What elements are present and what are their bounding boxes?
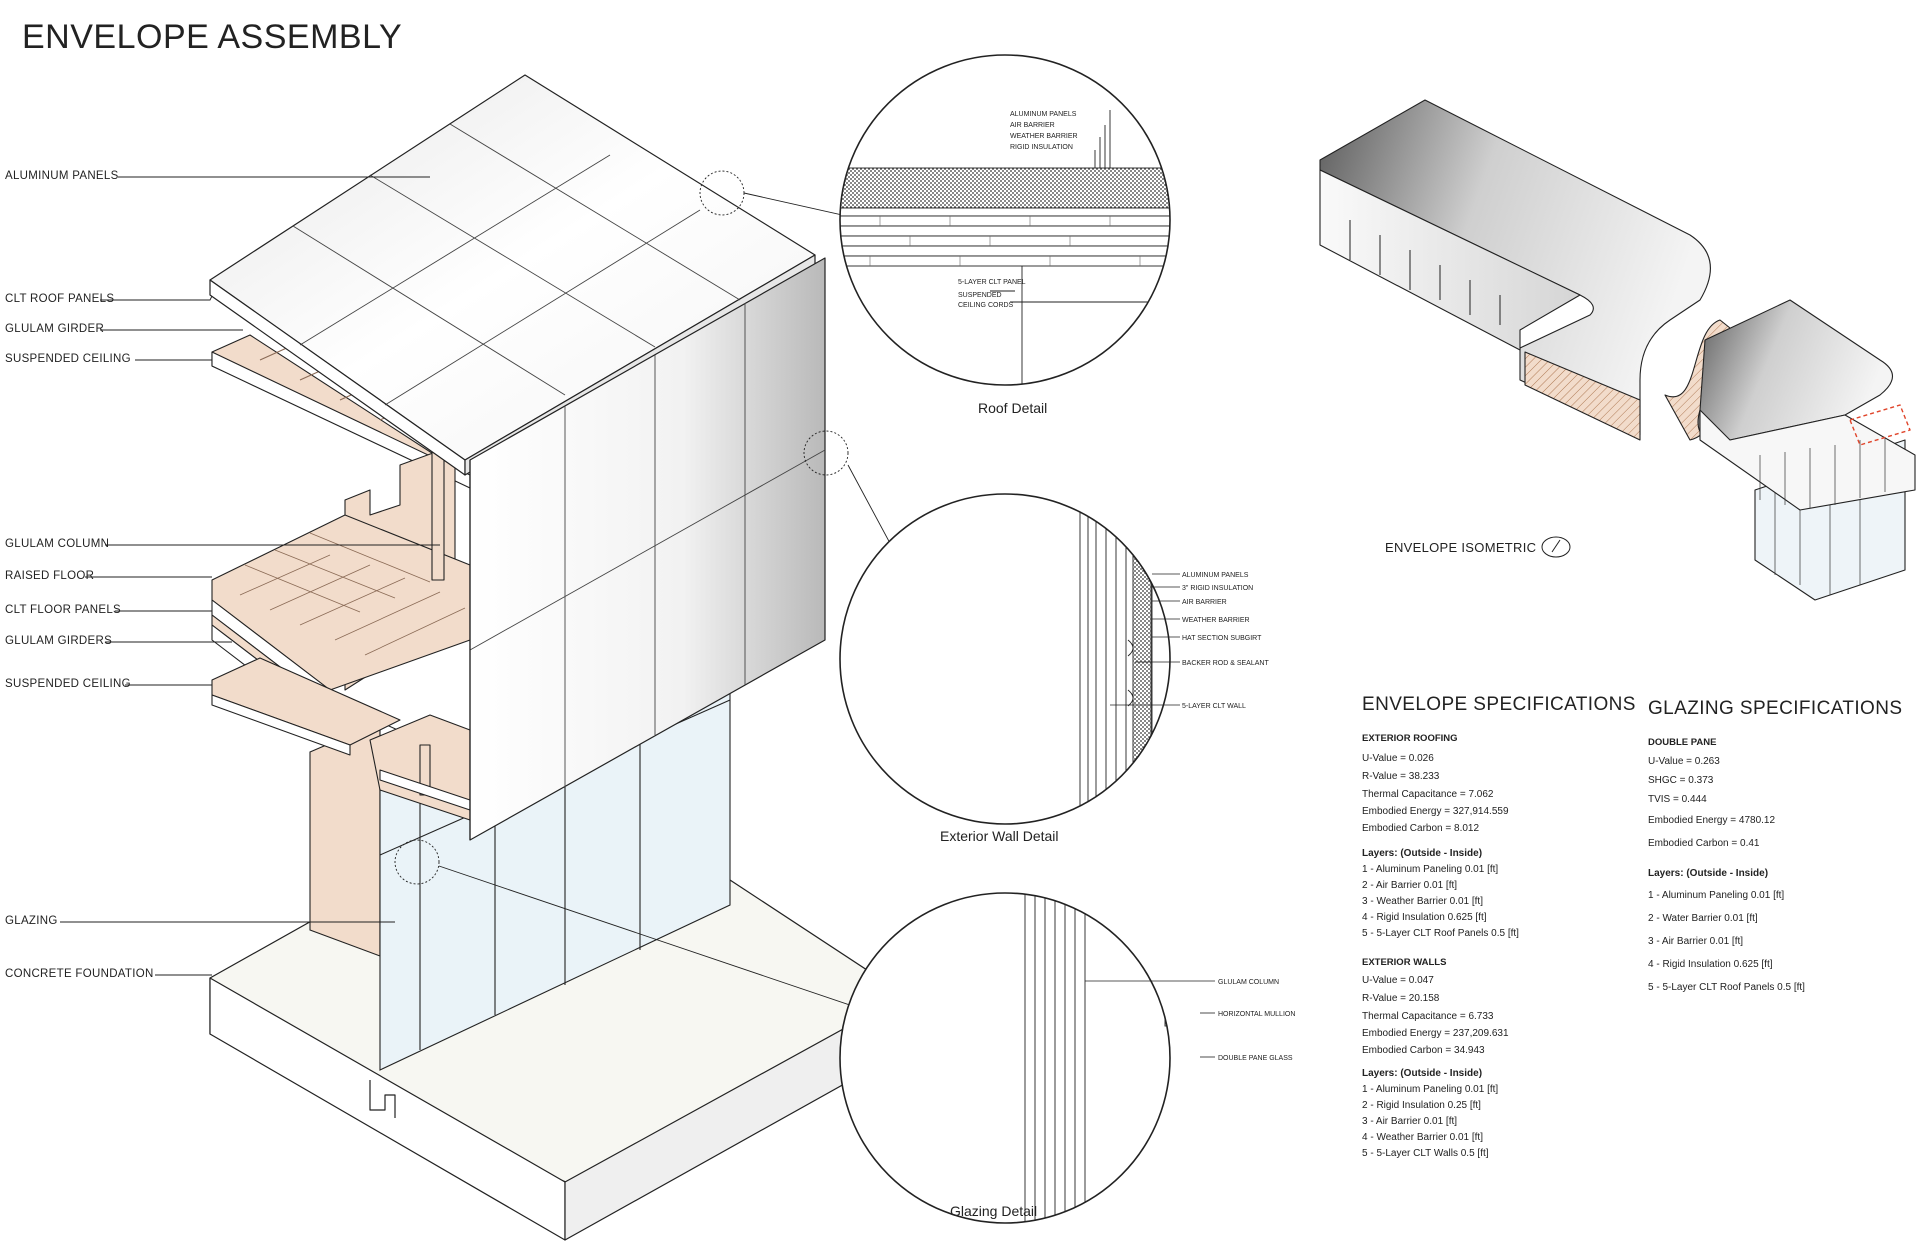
walls-line: U-Value = 0.047	[1362, 975, 1434, 986]
callout-clt-floor-panels: CLT FLOOR PANELS	[5, 604, 121, 616]
callout-glulam-column: GLULAM COLUMN	[5, 538, 110, 550]
walls-line: R-Value = 20.158	[1362, 993, 1440, 1004]
envelope-specs-heading: ENVELOPE SPECIFICATIONS	[1362, 694, 1636, 715]
glazing-layer: 1 - Aluminum Paneling 0.01 [ft]	[1648, 890, 1785, 901]
walls-layers-title: Layers: (Outside - Inside)	[1362, 1068, 1483, 1079]
wall-label-backer-rod: BACKER ROD & SEALANT	[1182, 660, 1269, 667]
roof-label-clt-panel: 5-LAYER CLT PANEL	[958, 279, 1026, 286]
wall-label-aluminum-panels: ALUMINUM PANELS	[1182, 572, 1249, 579]
glazing-layer: 5 - 5-Layer CLT Roof Panels 0.5 [ft]	[1648, 982, 1805, 993]
isometric-caption: ENVELOPE ISOMETRIC	[1385, 540, 1537, 555]
roofing-layer: 1 - Aluminum Paneling 0.01 [ft]	[1362, 864, 1499, 875]
double-pane-title: DOUBLE PANE	[1648, 737, 1717, 748]
callout-suspended-ceiling-upper: SUSPENDED CEILING	[5, 353, 131, 365]
glazing-spec-line: TVIS = 0.444	[1648, 794, 1707, 805]
roofing-line: Thermal Capacitance = 7.062	[1362, 789, 1494, 800]
roof-detail-caption: Roof Detail	[978, 400, 1048, 416]
walls-layer: 4 - Weather Barrier 0.01 [ft]	[1362, 1132, 1483, 1143]
walls-title: EXTERIOR WALLS	[1362, 957, 1447, 968]
glazing-spec-line: U-Value = 0.263	[1648, 756, 1720, 767]
walls-layer: 2 - Rigid Insulation 0.25 [ft]	[1362, 1100, 1481, 1111]
roofing-layer: 2 - Air Barrier 0.01 [ft]	[1362, 880, 1458, 891]
wall-label-hat-section: HAT SECTION SUBGIRT	[1182, 635, 1262, 642]
wall-label-weather-barrier: WEATHER BARRIER	[1182, 617, 1250, 624]
callout-raised-floor: RAISED FLOOR	[5, 570, 95, 582]
glazing-layer: 4 - Rigid Insulation 0.625 [ft]	[1648, 959, 1773, 970]
walls-line: Embodied Energy = 237,209.631	[1362, 1028, 1509, 1039]
callout-concrete-foundation: CONCRETE FOUNDATION	[5, 968, 154, 980]
page-title: ENVELOPE ASSEMBLY	[22, 18, 403, 56]
walls-line: Thermal Capacitance = 6.733	[1362, 1011, 1494, 1022]
glazing-label-horizontal-mullion: HORIZONTAL MULLION	[1218, 1011, 1295, 1018]
walls-layer: 1 - Aluminum Paneling 0.01 [ft]	[1362, 1084, 1499, 1095]
wall-detail-circle: ALUMINUM PANELS 3" RIGID INSULATION AIR …	[839, 493, 1269, 825]
callout-aluminum-panels: ALUMINUM PANELS	[5, 170, 119, 182]
glazing-label-glulam-column: GLULAM COLUMN	[1218, 979, 1279, 986]
walls-line: Embodied Carbon = 34.943	[1362, 1045, 1485, 1056]
roofing-line: Embodied Energy = 327,914.559	[1362, 806, 1509, 817]
roofing-layers-title: Layers: (Outside - Inside)	[1362, 848, 1483, 859]
roof-label-rigid-insulation: RIGID INSULATION	[1010, 144, 1073, 151]
glazing-layer: 3 - Air Barrier 0.01 [ft]	[1648, 936, 1744, 947]
roofing-layer: 3 - Weather Barrier 0.01 [ft]	[1362, 896, 1483, 907]
roofing-line: U-Value = 0.026	[1362, 753, 1434, 764]
roofing-layer: 4 - Rigid Insulation 0.625 [ft]	[1362, 912, 1487, 923]
roof-label-suspended: SUSPENDED	[958, 292, 1002, 299]
callout-suspended-ceiling-lower: SUSPENDED CEILING	[5, 678, 131, 690]
wall-detail-caption: Exterior Wall Detail	[940, 828, 1059, 844]
walls-layer: 3 - Air Barrier 0.01 [ft]	[1362, 1116, 1458, 1127]
roof-label-aluminum-panels: ALUMINUM PANELS	[1010, 111, 1077, 118]
roofing-line: Embodied Carbon = 8.012	[1362, 823, 1480, 834]
roof-label-air-barrier: AIR BARRIER	[1010, 122, 1055, 129]
glazing-spec-line: Embodied Carbon = 0.41	[1648, 838, 1760, 849]
roof-label-ceiling-cords: CEILING CORDS	[958, 302, 1014, 309]
wall-label-rigid-insulation: 3" RIGID INSULATION	[1182, 585, 1253, 592]
glazing-detail-caption: Glazing Detail	[950, 1203, 1038, 1219]
roof-label-weather-barrier: WEATHER BARRIER	[1010, 133, 1078, 140]
envelope-isometric	[1319, 99, 1916, 601]
glazing-label-double-pane-glass: DOUBLE PANE GLASS	[1218, 1055, 1293, 1062]
glazing-spec-line: Embodied Energy = 4780.12	[1648, 815, 1776, 826]
glazing-spec-line: SHGC = 0.373	[1648, 775, 1714, 786]
wall-label-clt-wall: 5-LAYER CLT WALL	[1182, 703, 1246, 710]
glazing-detail-circle: GLULAM COLUMN HORIZONTAL MULLION DOUBLE …	[839, 892, 1295, 1224]
main-cube	[209, 74, 826, 841]
callout-glulam-girders: GLULAM GIRDERS	[5, 635, 113, 647]
glazing-layers-title: Layers: (Outside - Inside)	[1648, 868, 1769, 879]
roofing-line: R-Value = 38.233	[1362, 771, 1440, 782]
glazing-specs-heading: GLAZING SPECIFICATIONS	[1648, 698, 1903, 719]
roofing-title: EXTERIOR ROOFING	[1362, 733, 1458, 744]
roofing-layer: 5 - 5-Layer CLT Roof Panels 0.5 [ft]	[1362, 928, 1519, 939]
roof-detail-circle: ALUMINUM PANELS AIR BARRIER WEATHER BARR…	[839, 54, 1171, 386]
callout-leaders	[60, 176, 440, 976]
walls-layer: 5 - 5-Layer CLT Walls 0.5 [ft]	[1362, 1148, 1489, 1159]
glazing-layer: 2 - Water Barrier 0.01 [ft]	[1648, 913, 1758, 924]
wall-label-air-barrier: AIR BARRIER	[1182, 599, 1227, 606]
callout-glulam-girder: GLULAM GIRDER	[5, 323, 105, 335]
callout-clt-roof-panels: CLT ROOF PANELS	[5, 293, 115, 305]
callout-glazing: GLAZING	[5, 915, 58, 927]
